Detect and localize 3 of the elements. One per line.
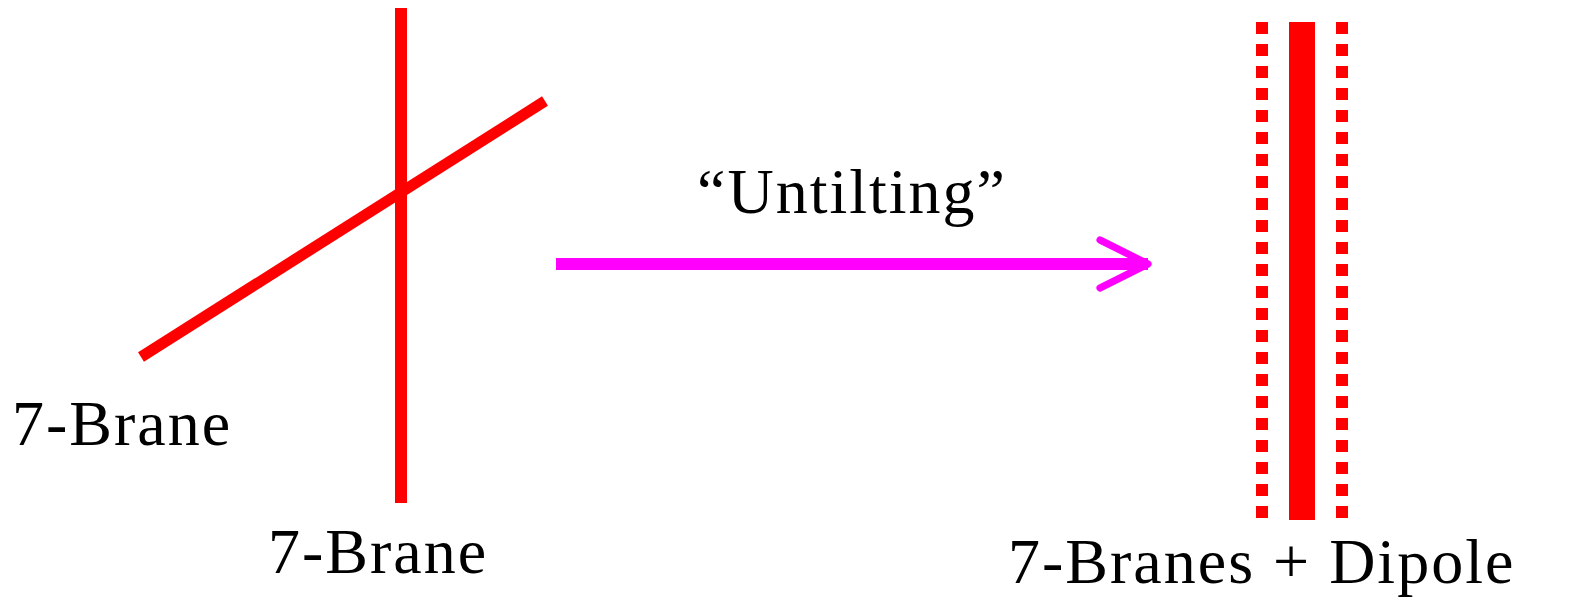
brane-label: 7-Brane [12,392,233,456]
brane-label: 7-Brane [268,520,489,584]
arrow [556,236,1152,292]
